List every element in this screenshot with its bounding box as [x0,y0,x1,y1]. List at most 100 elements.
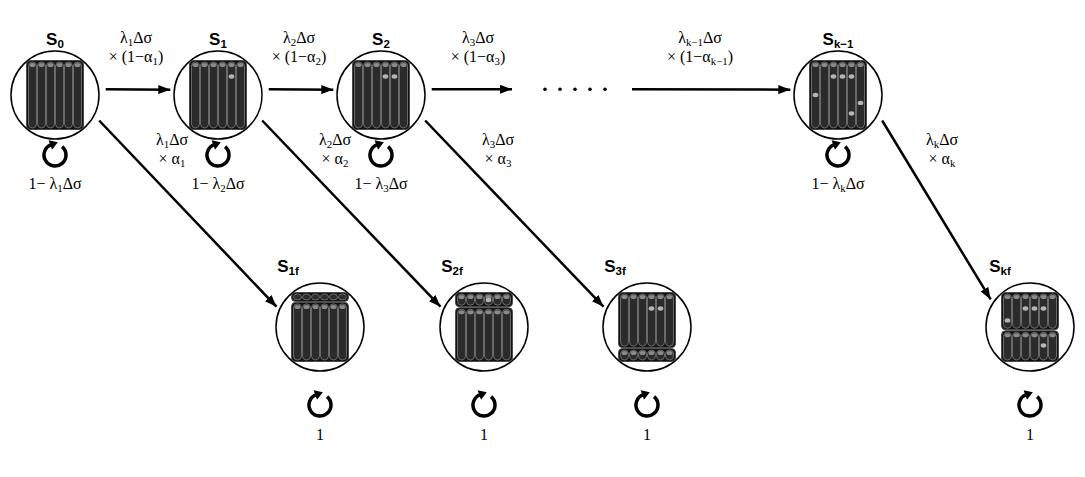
fiber [47,62,55,128]
fiber-bundle-outline [353,61,410,130]
fiber-break [486,298,492,302]
fiber [382,62,390,128]
fiber-bundle-outline [619,349,676,362]
fiber [503,309,511,360]
transition-line [632,88,790,91]
fiber [1013,332,1021,360]
self-loop [1019,395,1041,416]
transition-arrow [425,121,603,307]
fiber-cap [1032,295,1038,299]
fiber [630,294,638,346]
fiber-cap [831,63,837,67]
transition-line [882,121,991,300]
fiber-cap [220,63,226,67]
fiber-cap [57,63,63,67]
fiber-break [383,74,389,78]
transition-arrow [99,121,276,307]
transition-arrow [106,89,171,90]
transition-rate: λ3Δσ × (1−α3) [450,28,507,66]
subscript: 3 [506,157,511,169]
fiber [312,294,320,300]
transition-arrow [269,89,334,90]
state-illustration [439,282,529,372]
fiber-cap [622,351,628,355]
fiber [391,62,399,128]
transition-line [99,121,276,307]
fiber [1049,332,1057,360]
state-name: S2 [372,30,390,50]
fiber [201,62,209,128]
fiber-cap [459,295,465,299]
label-line: λ1Δσ [109,28,164,47]
fiber [1004,294,1012,328]
self-loop [309,395,331,416]
fiber [330,294,338,300]
fiber [494,294,502,305]
fiber-cap [66,63,72,67]
fiber-cap [504,295,510,299]
fiber-cap [1050,333,1056,337]
fiber-cap [813,63,819,67]
transition-rate: λ3Δσ × α3 [481,130,515,168]
fiber-cap [1005,333,1011,337]
fiber [639,294,647,346]
subscript: 3 [470,36,475,48]
transition-rate: λ1Δσ × α1 [155,130,189,168]
fiber-cap [658,351,664,355]
state-name: S3f [604,257,626,277]
fiber [29,62,37,128]
fiber-cap [858,63,864,67]
fiber-cap [631,295,637,299]
probability-label: 1− λ3Δσ [354,174,407,193]
fiber [303,294,311,300]
state-outline [794,51,882,139]
fiber [237,62,245,128]
fiber-cap [1014,333,1020,337]
label-line: × (1−α1) [109,47,164,66]
self-loop-arrowhead [375,140,384,149]
label-line: λ3Δσ [482,130,514,149]
subscript: 2 [383,38,389,50]
fiber [210,62,218,128]
state-outline [603,283,691,371]
state-illustration [10,50,100,140]
fiber [192,62,200,128]
self-loop-arrowhead [314,390,323,399]
probability-label: 1 [480,425,488,444]
fiber [330,304,338,360]
fiber [74,62,82,128]
fiber [339,304,347,360]
fiber [476,294,484,305]
fiber [65,62,73,128]
fiber [848,62,856,128]
fiber [657,350,665,360]
label-line: λkΔσ [926,130,958,149]
fiber [621,350,629,360]
transition-rate: λ2Δσ × (1−α2) [271,28,328,66]
fiber [494,309,502,360]
fiber-cap [295,305,301,309]
fiber-cap [1032,333,1038,337]
fiber [485,294,493,305]
probability-label: 1− λ2Δσ [191,174,244,193]
fiber-bundle-outline [292,302,349,361]
fiber [657,294,665,346]
state-circle: S2f [439,282,529,372]
fiber [666,350,674,360]
transition-arrow [262,121,440,307]
state-illustration [336,50,426,140]
probability-label: λk−1Δσ × (1−αk−1) [667,28,733,66]
fiber-cap [304,305,310,309]
fiber-cap [1023,333,1029,337]
subscript: 1f [289,265,299,277]
probability-label: 1− λ1Δσ [28,174,81,193]
fiber-cap [640,351,646,355]
fiber-cap [202,63,208,67]
fiber [38,62,46,128]
transition-line [106,88,171,91]
fiber-cap [622,295,628,299]
fiber-break [849,74,855,78]
fiber-break [1041,306,1047,310]
label-line: λ3Δσ [451,28,506,47]
subscript: 1 [128,36,133,48]
